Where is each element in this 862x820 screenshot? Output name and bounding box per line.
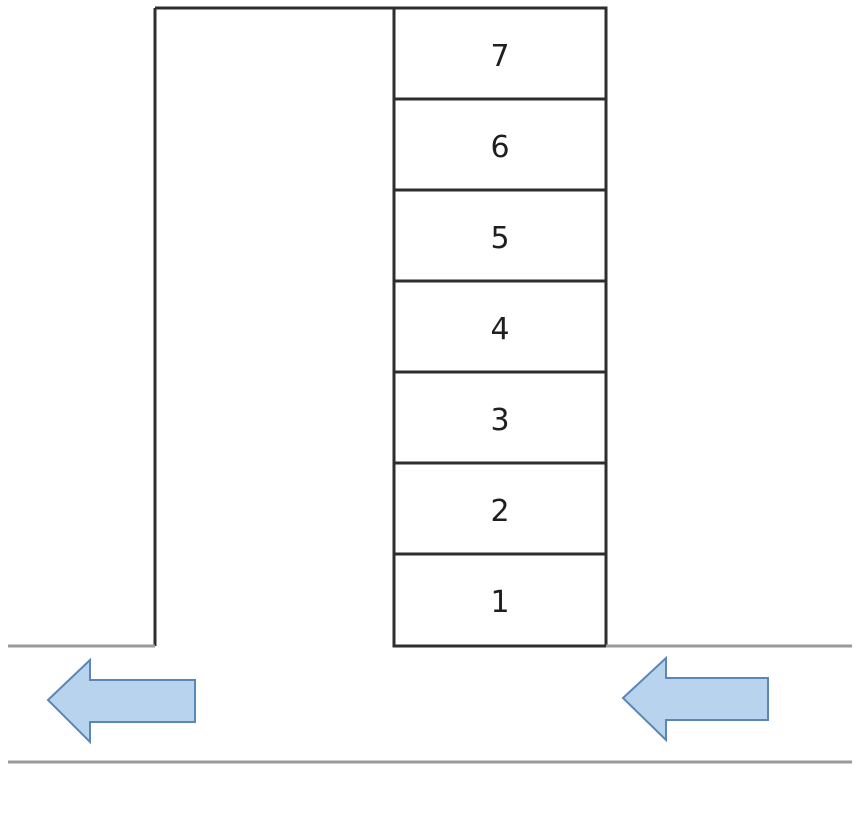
slot-label-5: 5	[490, 221, 509, 256]
slot-label-3: 3	[490, 403, 509, 438]
slot-label-6: 6	[490, 130, 509, 165]
left-arrow-icon	[46, 657, 196, 745]
slot-label-4: 4	[490, 312, 509, 347]
slot-label-1: 1	[490, 585, 509, 620]
slot-label-2: 2	[490, 494, 509, 529]
right-arrow-icon	[621, 655, 769, 743]
slot-stack-frame	[392, 6, 608, 648]
slot-label-7: 7	[490, 39, 509, 74]
slot-stack: 7 6 5 4 3 2 1	[392, 6, 608, 648]
